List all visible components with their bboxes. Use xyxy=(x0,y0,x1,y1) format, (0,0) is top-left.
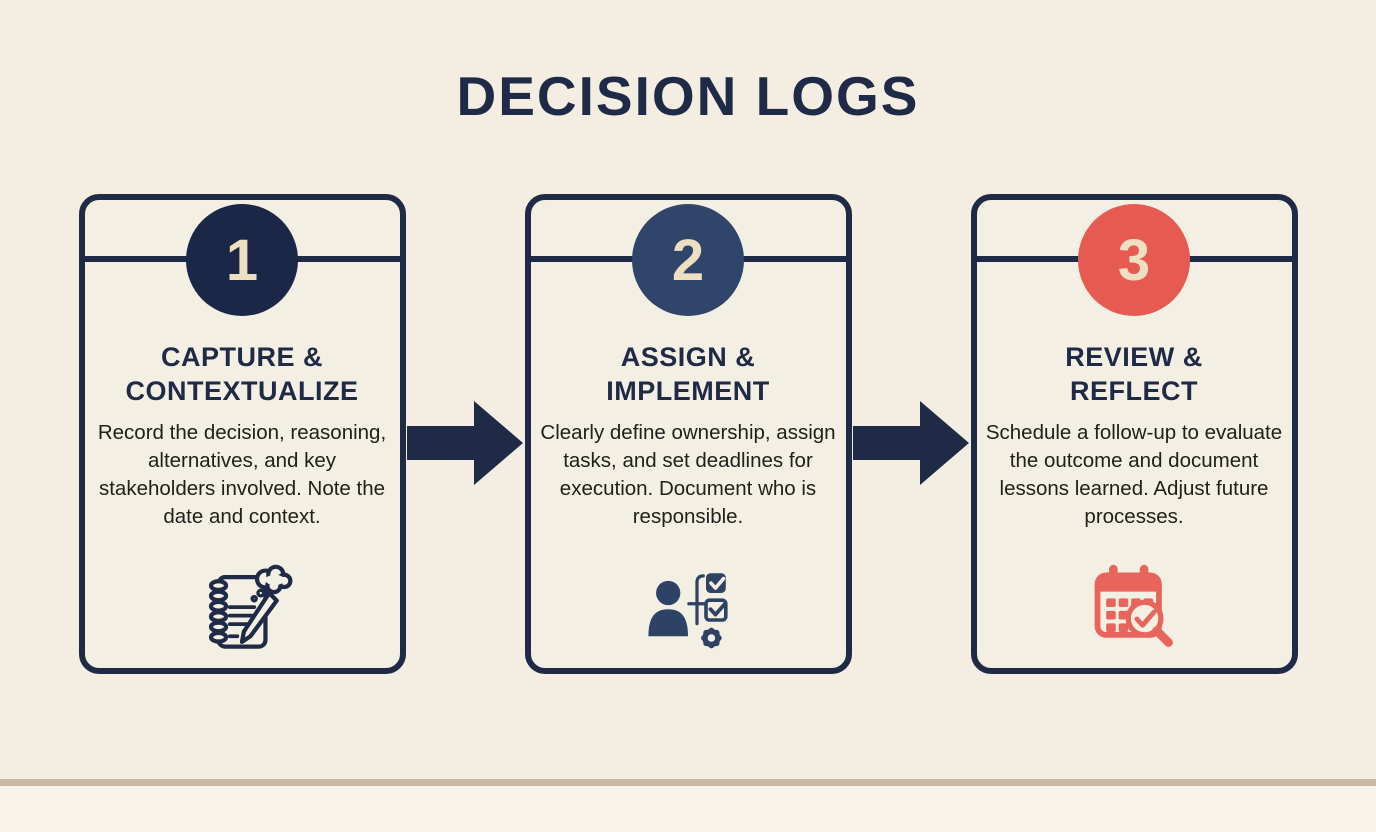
step-card-2: 2 ASSIGN & IMPLEMENT Clearly define owne… xyxy=(524,194,852,674)
step-2-title: ASSIGN & IMPLEMENT xyxy=(606,342,770,407)
step-3-description: Schedule a follow-up to evaluate the out… xyxy=(985,421,1283,528)
footer-strip xyxy=(0,786,1376,832)
step-3-circle: 3 xyxy=(1078,204,1190,316)
steps-row: 1 CAPTURE & CONTEXTUALIZE Record the dec… xyxy=(0,194,1376,674)
calendar-magnifier-check-icon xyxy=(1084,560,1184,656)
arrow-cell-1 xyxy=(406,399,525,487)
step-2-number: 2 xyxy=(671,227,705,293)
step-3-number: 3 xyxy=(1117,227,1151,293)
step-1-number: 1 xyxy=(225,227,259,293)
step-1-description: Record the decision, reasoning, alternat… xyxy=(97,421,387,528)
bottom-divider-line xyxy=(0,779,1376,786)
arrow-icon xyxy=(406,401,523,485)
person-checklist-gear-icon xyxy=(640,566,736,656)
notebook-pencil-thought-cloud-icon xyxy=(190,564,294,656)
step-1-title: CAPTURE & CONTEXTUALIZE xyxy=(125,342,359,407)
step-1-circle: 1 xyxy=(186,204,298,316)
page-title: DECISION LOGS xyxy=(456,65,920,127)
arrow-cell-2 xyxy=(852,399,971,487)
arrow-icon xyxy=(852,401,969,485)
step-2-circle: 2 xyxy=(632,204,744,316)
step-card-1: 1 CAPTURE & CONTEXTUALIZE Record the dec… xyxy=(78,194,406,674)
step-2-description: Clearly define ownership, assign tasks, … xyxy=(540,421,836,528)
step-3-title: REVIEW & REFLECT xyxy=(1065,342,1203,407)
step-card-3: 3 REVIEW & REFLECT Schedule a follow-up … xyxy=(970,194,1298,674)
